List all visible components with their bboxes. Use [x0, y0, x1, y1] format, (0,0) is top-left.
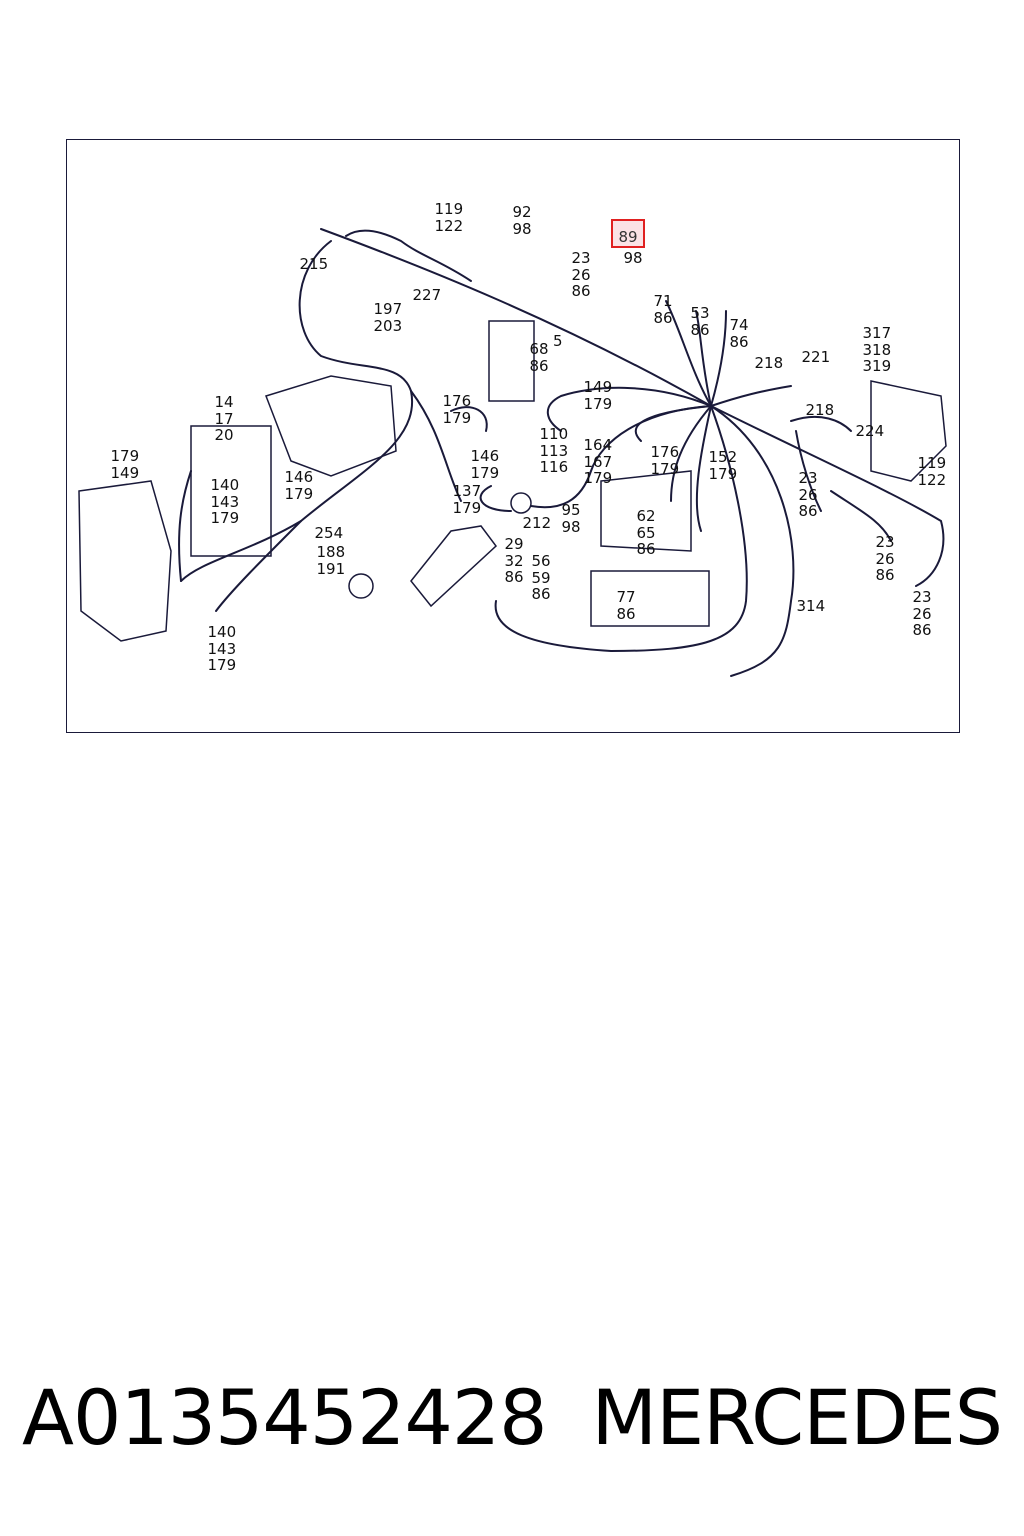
wiring-harness-drawing — [78, 228, 947, 677]
branch-6 — [494, 405, 748, 653]
callout-152-179[interactable]: 152 179 — [708, 448, 738, 483]
callout-164-167-179[interactable]: 164 167 179 — [583, 436, 613, 487]
callout-218-a[interactable]: 218 — [754, 354, 784, 372]
callout-176-179-b[interactable]: 176 179 — [650, 443, 680, 478]
callout-227[interactable]: 227 — [412, 286, 442, 304]
callout-176-179-a[interactable]: 176 179 — [442, 392, 472, 427]
callout-149-179[interactable]: 149 179 — [583, 378, 613, 413]
callout-140-143-179-b[interactable]: 140 143 179 — [207, 623, 237, 674]
sensor-outline — [510, 492, 532, 514]
callout-95-98[interactable]: 95 98 — [561, 501, 581, 536]
harness-right-line — [710, 405, 945, 587]
callout-119-122-top[interactable]: 119 122 — [434, 200, 464, 235]
branch-4 — [710, 385, 792, 407]
headlamp-right-outline — [870, 380, 947, 482]
callout-71-86[interactable]: 71 86 — [653, 292, 673, 327]
callout-221[interactable]: 221 — [801, 348, 831, 366]
harness-to-module — [410, 390, 462, 502]
callout-224[interactable]: 224 — [855, 422, 885, 440]
headlamp-left-outline — [78, 480, 172, 642]
callout-92-98[interactable]: 92 98 — [512, 203, 532, 238]
branch-3 — [710, 310, 727, 407]
highlighted-callout-text: 89 — [618, 228, 638, 246]
callout-146-179-a[interactable]: 146 179 — [284, 468, 314, 503]
callout-212[interactable]: 212 — [522, 514, 552, 532]
reservoir-outline — [265, 375, 397, 477]
callout-77-86[interactable]: 77 86 — [616, 588, 636, 623]
control-unit-outline — [590, 570, 710, 627]
callout-74-86[interactable]: 74 86 — [729, 316, 749, 351]
relay-box-outline — [488, 320, 535, 402]
callout-215[interactable]: 215 — [299, 255, 329, 273]
callout-23-26-86-d[interactable]: 23 26 86 — [912, 588, 932, 639]
part-number: A0135452428 — [22, 1373, 548, 1462]
callout-98[interactable]: 98 — [623, 249, 643, 267]
fan-bracket-outline — [190, 425, 272, 557]
wiring-diagram: 215 119 122 92 98 23 26 86 98 197 203 227 71 86… — [66, 139, 960, 733]
callout-14-17-20[interactable]: 14 17 20 — [214, 393, 234, 444]
callout-197-203[interactable]: 197 203 — [373, 300, 403, 335]
footer: A0135452428 MERCEDES — [0, 1370, 1024, 1470]
callout-56-59-86[interactable]: 56 59 86 — [531, 552, 551, 603]
horn-outline — [348, 573, 374, 599]
callout-68-86[interactable]: 68 86 — [529, 340, 549, 375]
callout-254[interactable]: 254 — [314, 524, 344, 542]
callout-188-191[interactable]: 188 191 — [316, 543, 346, 578]
branch-1 — [665, 300, 712, 407]
callout-119-122-right[interactable]: 119 122 — [917, 454, 947, 489]
callout-53-86[interactable]: 53 86 — [690, 304, 710, 339]
branch-5 — [695, 405, 712, 532]
callout-23-26-86-b[interactable]: 23 26 86 — [798, 469, 818, 520]
callout-140-143-179-a[interactable]: 140 143 179 — [210, 476, 240, 527]
branch-16 — [450, 406, 488, 432]
callout-5[interactable]: 5 — [553, 332, 563, 350]
branch-10 — [634, 405, 712, 442]
branch-14 — [795, 430, 822, 512]
harness-lamp-branch — [178, 470, 192, 582]
branch-9 — [546, 386, 712, 432]
callout-317-318-319[interactable]: 317 318 319 — [862, 324, 892, 375]
branch-2 — [695, 310, 712, 407]
harness-lamp-branch-2 — [215, 520, 302, 612]
brand-name: MERCEDES — [591, 1373, 1003, 1462]
wiper-motor-outline — [410, 525, 498, 608]
callout-314[interactable]: 314 — [796, 597, 826, 615]
callout-137-179[interactable]: 137 179 — [452, 482, 482, 517]
bracket-outline — [600, 470, 692, 552]
callout-23-26-86-a[interactable]: 23 26 86 — [571, 249, 591, 300]
callout-146-179-b[interactable]: 146 179 — [470, 447, 500, 482]
main-harness-line — [320, 228, 712, 407]
branch-11 — [670, 405, 712, 502]
callout-29-32-86[interactable]: 29 32 86 — [504, 535, 524, 586]
callout-179-149[interactable]: 179 149 — [110, 447, 140, 482]
branch-7 — [710, 405, 795, 677]
callout-218-b[interactable]: 218 — [805, 401, 835, 419]
branch-13 — [830, 490, 892, 542]
harness-left-loop — [180, 240, 414, 582]
callout-62-65-86[interactable]: 62 65 86 — [636, 507, 656, 558]
callout-110-113-116[interactable]: 110 113 116 — [539, 425, 569, 476]
harness-upper-loop — [345, 229, 472, 282]
callout-23-26-86-c[interactable]: 23 26 86 — [875, 533, 895, 584]
highlighted-callout[interactable]: 89 — [611, 219, 645, 248]
branch-12 — [790, 415, 852, 432]
branch-15 — [479, 485, 512, 512]
